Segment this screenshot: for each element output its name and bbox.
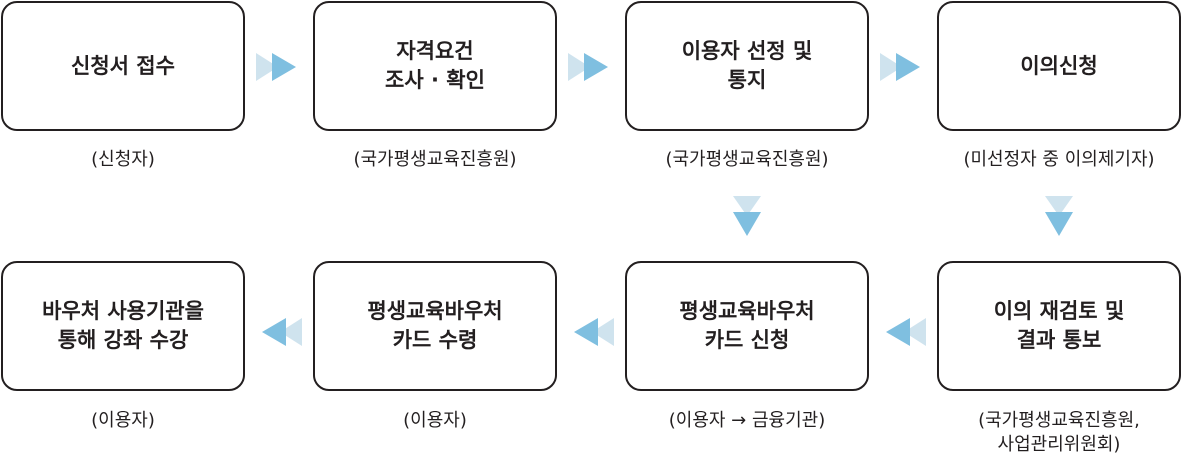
step-actor: (신청자) [91, 149, 155, 170]
step-actor: (미선정자 중 이의제기자) [963, 149, 1155, 170]
step-box-card-application: 평생교육바우처 카드 신청 [625, 261, 869, 391]
left-arrow-icon [262, 318, 302, 346]
step-title: 이의신청 [1020, 53, 1098, 78]
step-actor: (이용자) [91, 410, 155, 431]
step-box-card-receipt: 평생교육바우처 카드 수령 [313, 261, 557, 391]
left-arrow-icon [574, 318, 614, 346]
step-box-eligibility-check: 자격요건 조사 · 확인 [313, 1, 557, 131]
right-arrow-icon [256, 53, 296, 81]
step-box-objection-review: 이의 재검토 및 결과 통보 [937, 261, 1181, 391]
step-title: 신청서 접수 [71, 53, 175, 78]
step-box-objection: 이의신청 [937, 1, 1181, 131]
step-title: 평생교육바우처 카드 수령 [367, 299, 503, 352]
step-title: 이용자 선정 및 통지 [681, 39, 813, 92]
step-title: 평생교육바우처 카드 신청 [679, 299, 815, 352]
step-actor: (이용자) [403, 410, 467, 431]
left-arrow-icon [886, 318, 926, 346]
step-box-user-selection: 이용자 선정 및 통지 [625, 1, 869, 131]
step-actor: (국가평생교육진흥원) [353, 149, 517, 170]
right-arrow-icon [568, 53, 608, 81]
step-actor: (국가평생교육진흥원) [665, 149, 829, 170]
right-arrow-icon [880, 53, 920, 81]
step-title: 이의 재검토 및 결과 통보 [993, 299, 1125, 352]
step-box-application-receipt: 신청서 접수 [1, 1, 245, 131]
step-actor: (국가평생교육진흥원, 사업관리위원회) [978, 410, 1140, 455]
down-arrow-icon [733, 196, 761, 236]
step-title: 자격요건 조사 · 확인 [385, 39, 485, 92]
step-title: 바우처 사용기관을 통해 강좌 수강 [42, 299, 204, 352]
down-arrow-icon [1045, 196, 1073, 236]
step-actor: (이용자 → 금융기관) [668, 410, 826, 431]
step-box-course-attendance: 바우처 사용기관을 통해 강좌 수강 [1, 261, 245, 391]
